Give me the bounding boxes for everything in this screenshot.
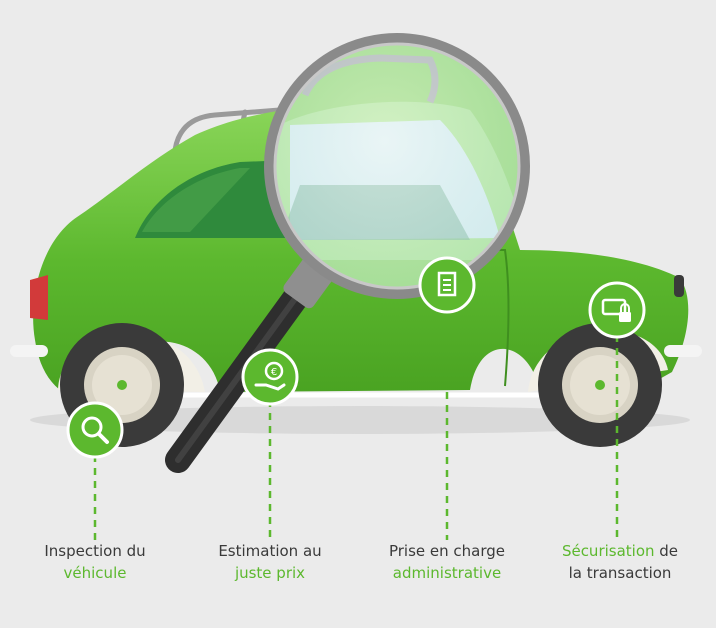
card-lock-icon [588,281,646,339]
label-line: Sécurisation de [540,540,700,562]
label-inspection: Inspection du véhicule [25,540,165,584]
label-line: Estimation au [218,542,322,560]
label-highlight: administrative [392,564,502,582]
window-highlight [142,168,250,232]
front-wheel [538,323,662,447]
label-highlight: Sécurisation [561,542,655,560]
svg-text:€: € [271,367,277,378]
door-line [300,249,510,387]
magnifier-icon [66,401,124,459]
magnifier-rim-inner [273,42,521,290]
front-light [674,275,684,297]
magnifier-rim [264,33,530,299]
label-highlight: juste prix [234,564,306,582]
euro-hand-icon: € [241,348,299,406]
magnifier-handle [165,257,333,473]
magnified-view [273,42,521,290]
label-line: la transaction [568,564,672,582]
label-securisation: Sécurisation de la transaction [540,540,700,584]
document-icon [418,256,476,314]
label-administrative: Prise en charge administrative [367,540,527,584]
label-rest: de [654,542,679,560]
label-line: Inspection du [44,542,146,560]
tail-light [30,275,48,320]
label-line: Prise en charge [388,542,506,560]
label-highlight: véhicule [63,564,127,582]
label-estimation: Estimation au juste prix [195,540,345,584]
rear-bumper [10,345,48,357]
front-bumper [664,345,702,357]
